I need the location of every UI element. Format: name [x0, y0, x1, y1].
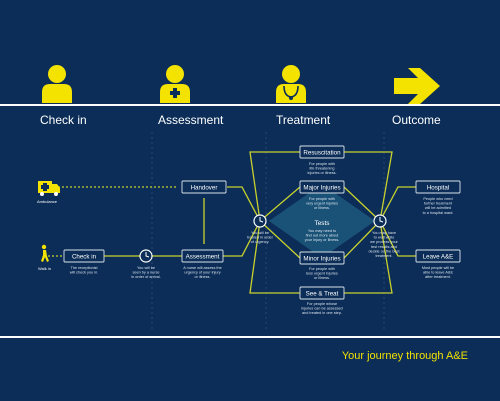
- arrow-right-icon: [394, 68, 440, 104]
- description-line: after treatment.: [425, 275, 451, 279]
- see-treat-box: [299, 286, 345, 300]
- description-line: You may have: [372, 231, 396, 235]
- person-icon: [42, 65, 72, 103]
- check-in-label: Check in: [72, 254, 97, 261]
- major-injuries-label: Major Injuries: [303, 185, 340, 192]
- description-line: seen by a nurse: [132, 271, 159, 275]
- description-line: your injury or illness.: [305, 238, 340, 242]
- resuscitation-label: Resuscitation: [303, 150, 341, 157]
- description-line: For people with: [309, 197, 335, 201]
- description-line: will be admitted: [425, 206, 451, 210]
- stage-guides: [151, 132, 385, 330]
- handover-label: Handover: [191, 185, 218, 192]
- description-line: to a hospital ward.: [423, 211, 454, 215]
- description-line: injuries or illness.: [307, 171, 336, 175]
- description-line: Most people will be: [422, 266, 454, 270]
- assessment-label: Assessment: [186, 254, 220, 261]
- resuscitation-box: [299, 145, 345, 159]
- see-treat-label: See & Treat: [306, 291, 339, 298]
- description-line: less urgent injuries: [306, 272, 338, 276]
- description-line: For people with: [309, 162, 335, 166]
- description-line: further treatment: [424, 202, 453, 206]
- description-line: People who need: [423, 197, 452, 201]
- description-line: A nurse will assess the: [183, 266, 221, 270]
- doctor-icon: [276, 65, 306, 103]
- description-line: we process your: [370, 240, 398, 244]
- description-line: life threatening: [310, 167, 335, 171]
- leave-ae-box: [415, 249, 461, 263]
- description-line: decide on the best: [368, 249, 400, 253]
- ambulance-label: Ambulance: [37, 199, 58, 204]
- description-line: test results and: [371, 245, 397, 249]
- description-line: or illness.: [314, 206, 330, 210]
- hospital-label: Hospital: [427, 185, 449, 192]
- ambulance-icon: [38, 181, 60, 196]
- description-line: or illness.: [194, 275, 210, 279]
- handover-box: [181, 180, 227, 194]
- description-line: You will be: [251, 231, 269, 235]
- description-line: injuries can be assessed: [301, 307, 343, 311]
- description-line: treatment.: [375, 254, 392, 258]
- description-line: You will be: [137, 266, 155, 270]
- description-line: and treated in one step.: [302, 311, 342, 315]
- description-line: You may need to: [308, 229, 336, 233]
- tests-diamond: [269, 184, 375, 258]
- major-injuries-box: [299, 180, 345, 194]
- description-line: treated in order: [247, 236, 273, 240]
- stage-label-treatment: Treatment: [276, 113, 331, 127]
- description-line: The receptionist: [70, 266, 98, 270]
- description-line: urgency of your injury: [184, 271, 220, 275]
- stage-label-assessment: Assessment: [158, 113, 224, 127]
- walk-in-label: Walk in: [38, 266, 51, 271]
- clock-icon: [373, 214, 387, 228]
- description-line: very urgent injuries: [306, 202, 338, 206]
- hospital-box: [415, 180, 461, 194]
- description-line: in order of arrival.: [131, 275, 161, 279]
- description-line: able to leave A&E: [423, 271, 453, 275]
- description-line: will check you in.: [70, 271, 99, 275]
- flow-connectors: [48, 151, 416, 294]
- check-in-box: [63, 249, 105, 263]
- tests-label: Tests: [315, 220, 330, 227]
- clock-icon: [139, 249, 153, 263]
- clock-icon: [253, 214, 267, 228]
- stage-label-check-in: Check in: [40, 113, 87, 127]
- minor-injuries-box: [299, 251, 345, 265]
- stage-label-outcome: Outcome: [392, 113, 441, 127]
- footer-title: Your journey through A&E: [342, 350, 468, 362]
- description-line: For people with: [309, 267, 335, 271]
- description-line: to wait while: [374, 236, 395, 240]
- description-line: For people whose: [307, 302, 337, 306]
- nurse-icon: [160, 65, 190, 103]
- description-line: or illness.: [314, 276, 330, 280]
- minor-injuries-label: Minor Injuries: [303, 256, 340, 263]
- description-line: find out more about: [306, 234, 340, 238]
- assessment-box: [181, 249, 224, 263]
- walking-person-icon: [41, 244, 49, 262]
- description-line: of urgency.: [251, 240, 270, 244]
- leave-ae-label: Leave A&E: [423, 254, 454, 261]
